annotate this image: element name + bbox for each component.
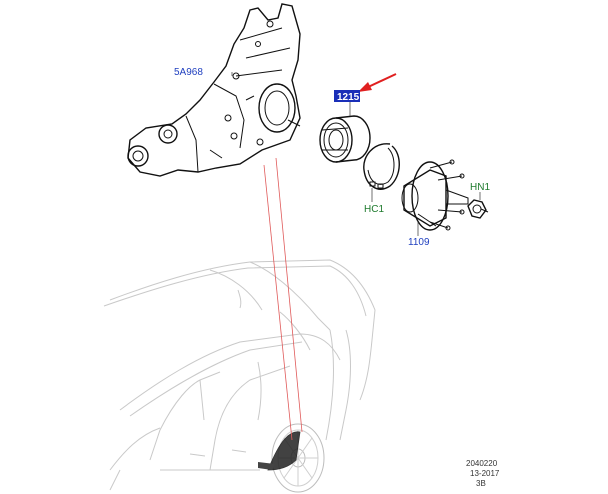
label-bearing[interactable]: 1215 [337, 92, 360, 103]
knuckle-part [127, 3, 301, 177]
location-guide-lines [263, 157, 303, 441]
label-hub[interactable]: 1109 [408, 237, 430, 248]
label-knuckle[interactable]: 5A968 [174, 67, 203, 78]
circlip-part [363, 143, 400, 190]
label-circlip[interactable]: HC1 [364, 204, 384, 215]
highlight-arrow [358, 73, 397, 92]
nut-part [467, 199, 489, 219]
label-bearing-box [334, 90, 360, 102]
bearing-part [319, 115, 371, 163]
vehicle-wheel [258, 423, 325, 493]
footer-line-2: 13-2017 [470, 469, 500, 478]
label-nut[interactable]: HN1 [470, 182, 490, 193]
hub-part [401, 159, 469, 231]
leader-lines [231, 72, 481, 236]
vehicle-outline [103, 259, 376, 491]
footer-line-1: 2040220 [466, 459, 498, 468]
footer-line-3: 3B [476, 479, 486, 488]
